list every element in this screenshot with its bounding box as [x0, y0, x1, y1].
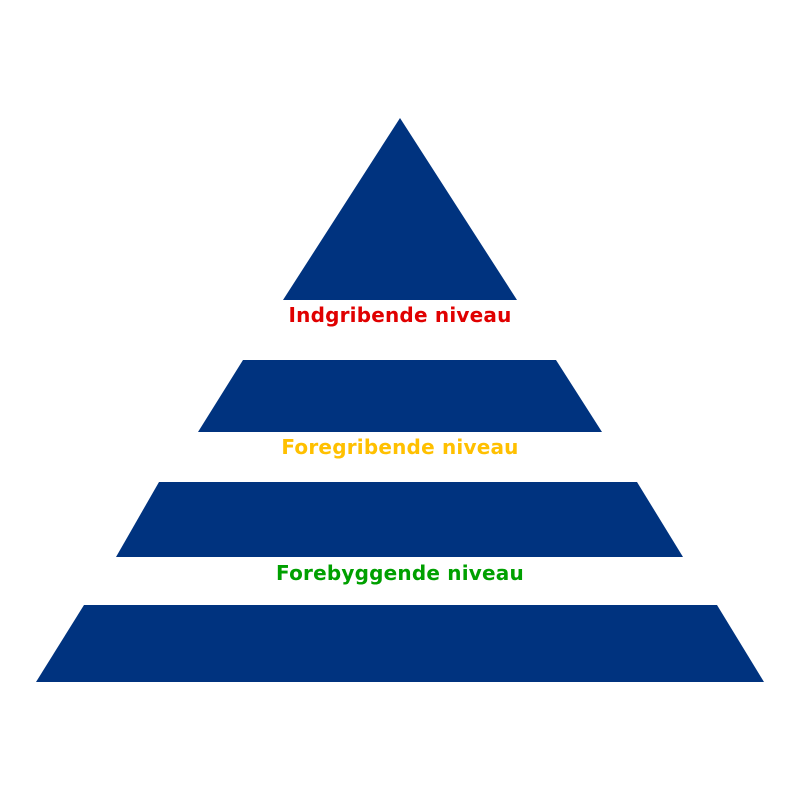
label-indgribende-niveau: Indgribende niveau: [288, 303, 512, 327]
pyramid-apex-triangle: [283, 118, 517, 300]
pyramid-band-2: [198, 360, 602, 432]
label-forebyggende-niveau: Forebyggende niveau: [276, 561, 524, 585]
pyramid-band-3: [116, 482, 683, 557]
pyramid-base-band: [36, 605, 764, 682]
label-foregribende-niveau: Foregribende niveau: [281, 435, 519, 459]
